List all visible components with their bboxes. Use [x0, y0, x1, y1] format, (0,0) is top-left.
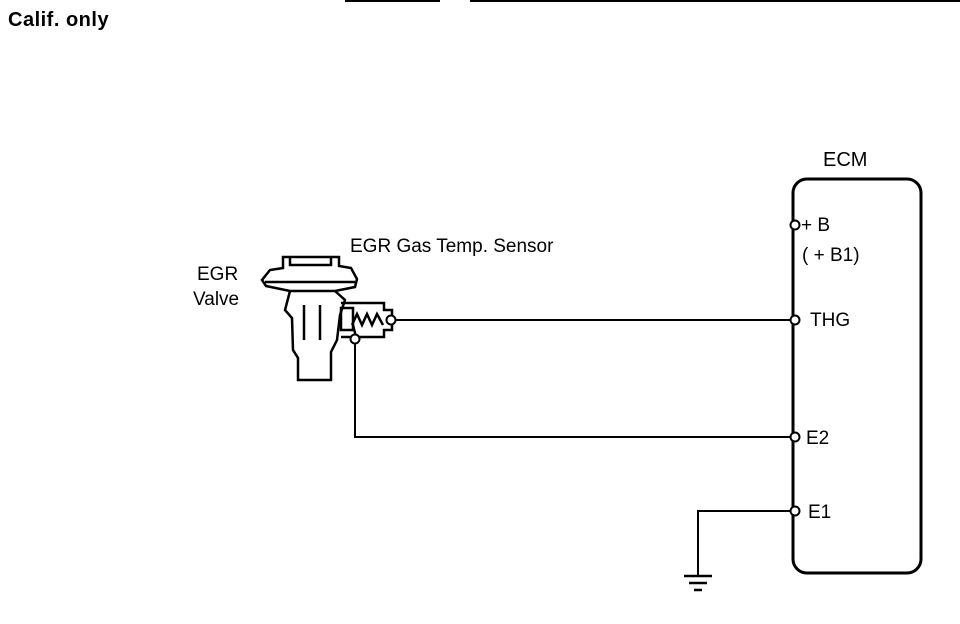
sensor-terminal-e2 — [349, 333, 361, 345]
ecm-terminal-e2 — [789, 431, 801, 443]
wires — [354, 319, 792, 575]
egr-gas-temp-sensor-symbol — [339, 301, 394, 339]
ecm-terminal-thg — [789, 314, 801, 326]
header-note: Calif. only — [8, 9, 110, 31]
sensor-terminal-thg — [385, 314, 397, 326]
ecm-terminal-e1 — [789, 505, 801, 517]
pin-label-b: + B — [801, 215, 831, 236]
ecm-title: ECM — [823, 149, 868, 171]
ecm-terminal-b — [789, 219, 801, 231]
e2-wire — [354, 339, 792, 438]
ecm-box — [791, 177, 923, 575]
valve-label-line2: Valve — [193, 289, 240, 310]
pin-label-e2: E2 — [806, 428, 830, 449]
pin-label-e1: E1 — [808, 502, 832, 523]
valve-label-line1: EGR — [197, 264, 239, 285]
pin-label-b1: ( + B1) — [802, 245, 860, 266]
sensor-label: EGR Gas Temp. Sensor — [350, 236, 554, 257]
e1-ground-wire — [697, 510, 792, 575]
egr-valve-symbol — [260, 255, 359, 382]
pin-label-thg: THG — [810, 310, 851, 331]
ground-symbol — [684, 574, 712, 592]
